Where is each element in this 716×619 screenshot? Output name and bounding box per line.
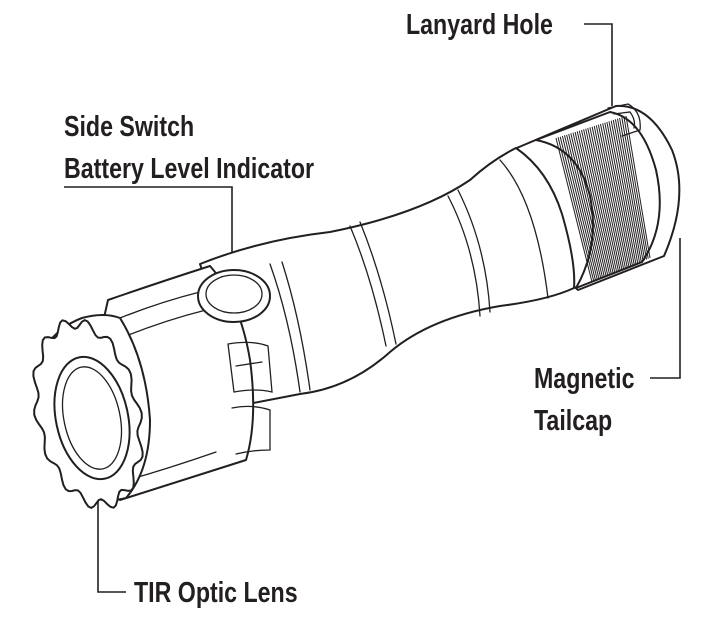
knurl-line (557, 137, 595, 282)
lanyard-hole (607, 103, 641, 137)
knurl-line (595, 125, 626, 269)
knurl-line (559, 136, 596, 281)
knurl-line (602, 123, 632, 267)
knurl-line (581, 129, 614, 274)
knurl-line (555, 137, 593, 283)
knurl-line (589, 127, 621, 271)
knurl-line (566, 134, 602, 279)
knurl-line (617, 118, 644, 261)
knurl-line (572, 132, 607, 277)
label-magnetic: Magnetic (534, 361, 635, 394)
knurl-line (576, 131, 611, 275)
body-tube (199, 147, 576, 405)
leader-tir-optic-lens (97, 466, 126, 593)
knurl-line (597, 124, 628, 268)
knurl-line (600, 123, 630, 267)
knurl-line (623, 116, 649, 259)
knurl-line (621, 117, 647, 260)
knurl-line (583, 129, 616, 273)
label-tailcap: Tailcap (534, 403, 612, 436)
knurl-line (610, 120, 639, 264)
flashlight-illustration (32, 103, 681, 510)
knurl-line (625, 115, 651, 259)
label-side-switch: Side Switch (64, 109, 194, 142)
leader-magnetic-tailcap (650, 238, 681, 379)
tailcap-knurling (535, 111, 661, 289)
label-battery-level-indicator: Battery Level Indicator (64, 151, 314, 184)
leader-lanyard-hole (584, 23, 613, 106)
knurl-line (612, 119, 640, 263)
knurl-line (604, 122, 633, 266)
knurl-line (593, 125, 625, 270)
knurl-line (606, 121, 635, 265)
knurl-line (591, 126, 623, 270)
label-lanyard-hole: Lanyard Hole (406, 7, 553, 40)
knurl-line (619, 117, 646, 261)
knurl-line (570, 133, 605, 278)
side-switch-button (197, 269, 271, 323)
knurl-line (608, 121, 637, 264)
knurl-line (578, 130, 612, 275)
knurl-line (568, 133, 603, 278)
knurl-line (587, 127, 619, 272)
knurl-line (614, 119, 642, 262)
label-tir-optic-lens: TIR Optic Lens (134, 575, 298, 608)
knurl-line (574, 131, 609, 276)
knurl-line (564, 135, 600, 280)
knurl-line (585, 128, 618, 272)
knurl-line (561, 135, 598, 280)
leader-side-switch (64, 186, 233, 272)
